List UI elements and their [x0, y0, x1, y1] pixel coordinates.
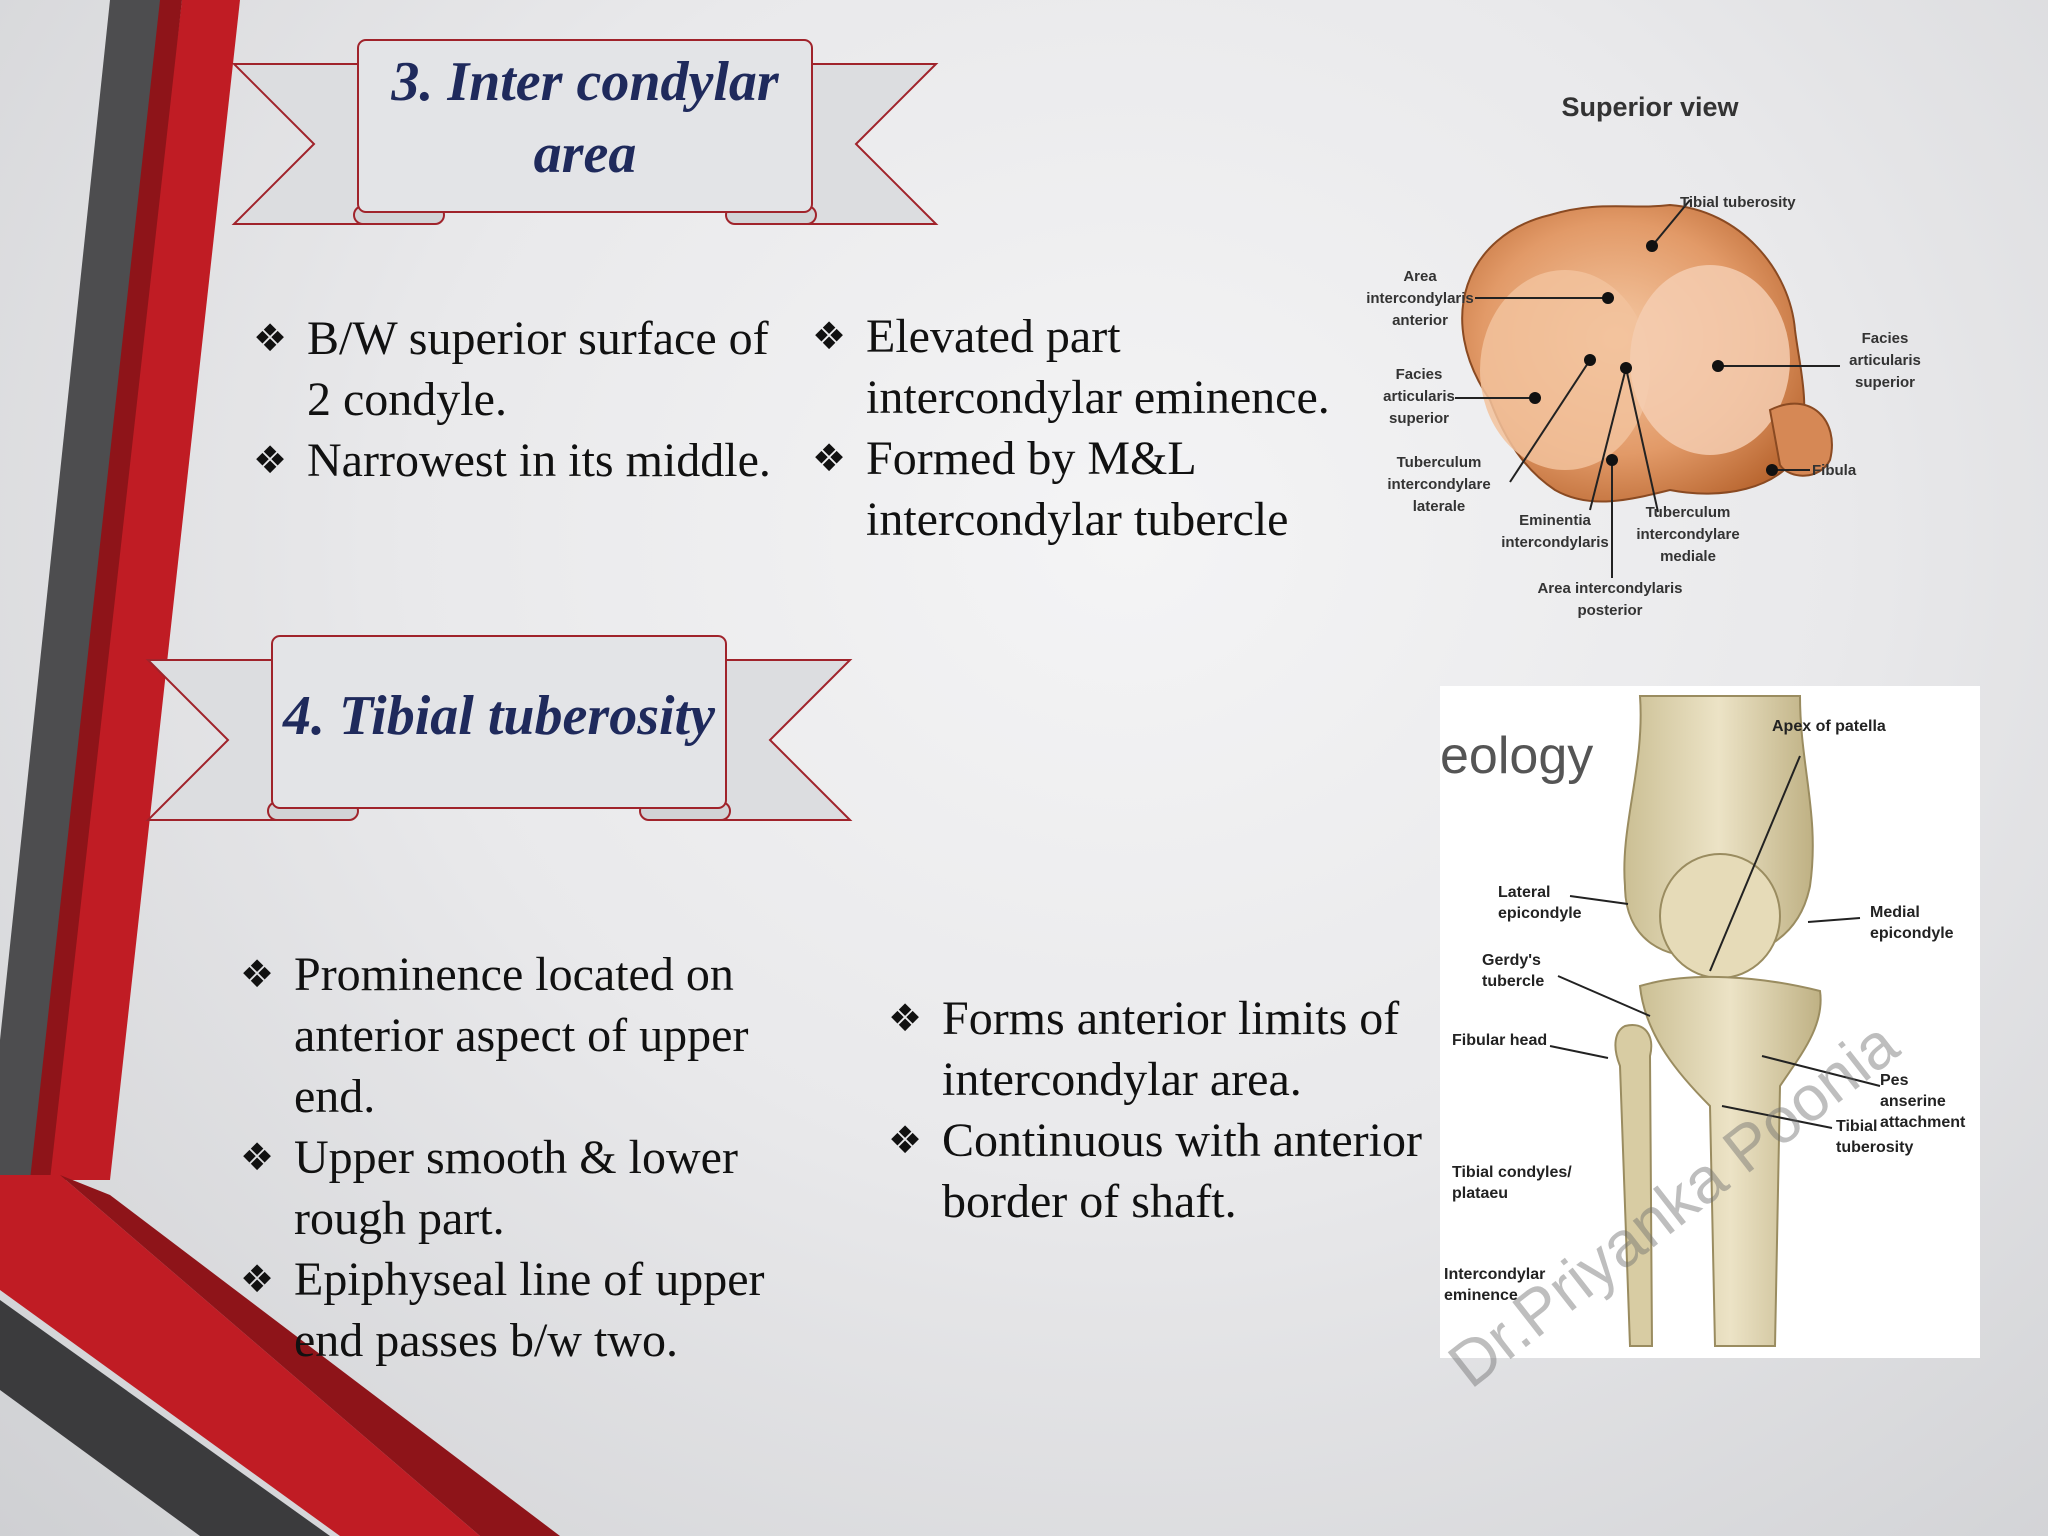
section4-right-bullets: ❖ Forms anterior limits of intercondylar …: [888, 988, 1448, 1232]
banner-4: [145, 635, 853, 821]
bullet-diamond-icon: ❖: [888, 1118, 923, 1162]
label-tuberculum-mediale: Tuberculum intercondylare mediale: [1636, 504, 1740, 565]
label-tibial-tuberosity: Tibial tuberosity: [1680, 194, 1796, 211]
bullet-text: Continuous with anterior border of shaft…: [942, 1114, 1422, 1228]
list-item: ❖ Elevated part intercondylar eminence.: [812, 306, 1372, 428]
section3-left-bullets: ❖ B/W superior surface of 2 condyle. ❖ Nar…: [253, 308, 773, 491]
figure-knee-anterior: eology Apex of patella Lateral epicondyl: [1440, 686, 1980, 1358]
list-item: ❖ Epiphyseal line of upper end passes b/w…: [240, 1249, 820, 1371]
label-apex-patella: Apex of patella: [1772, 718, 1886, 735]
label-gerdys-tubercle: Gerdy's tubercle: [1482, 952, 1545, 990]
label-lateral-epicondyle: Lateral epicondyle: [1498, 884, 1582, 922]
bullet-text: Narrowest in its middle.: [307, 434, 771, 487]
label-tibial-condyles: Tibial condyles/ plataeu: [1452, 1164, 1572, 1202]
list-item: ❖ Prominence located on anterior aspect o…: [240, 944, 820, 1127]
bullet-diamond-icon: ❖: [812, 314, 847, 358]
red-stripe-bottom: [0, 1175, 480, 1536]
label-intercondylar-eminence: Intercondylar eminence: [1444, 1266, 1546, 1304]
bullet-text: Forms anterior limits of intercondylar a…: [942, 992, 1400, 1106]
list-item: ❖ Formed by M&L intercondylar tubercle: [812, 428, 1372, 550]
bullet-diamond-icon: ❖: [240, 1135, 275, 1179]
red-stripe-top: [40, 0, 240, 1180]
bullet-text: Prominence located on anterior aspect of…: [294, 948, 749, 1123]
section4-title: 4. Tibial tuberosity: [283, 685, 715, 747]
label-area-anterior: Area intercondylaris anterior: [1366, 268, 1474, 329]
bullet-diamond-icon: ❖: [240, 1257, 275, 1301]
figure-superior-view: Superior view: [1340, 70, 1940, 630]
label-area-posterior: Area intercondylaris posterior: [1537, 580, 1683, 619]
list-item: ❖ Upper smooth & lower rough part.: [240, 1127, 820, 1249]
label-eminentia: Eminentia intercondylaris: [1501, 512, 1609, 551]
section3-title: 3. Inter condylar area: [360, 46, 810, 190]
figure-heading: Superior view: [1561, 92, 1739, 122]
section3-title-line1: 3. Inter condylar: [391, 51, 779, 113]
bullet-text: B/W superior surface of 2 condyle.: [307, 312, 769, 426]
label-facies-lateral: Facies articularis superior: [1383, 366, 1455, 427]
list-item: ❖ B/W superior surface of 2 condyle.: [253, 308, 773, 430]
section4-left-bullets: ❖ Prominence located on anterior aspect o…: [240, 944, 820, 1371]
section3-title-line2: area: [533, 123, 637, 185]
label-tibial-tuberosity-knee: Tibial tuberosity: [1836, 1118, 1914, 1156]
gray-stripe-bottom: [0, 1300, 330, 1536]
figure-fragment-text: eology: [1440, 727, 1594, 785]
tibial-plateau-illustration: [1455, 199, 1840, 578]
bullet-diamond-icon: ❖: [253, 316, 288, 360]
section3-right-bullets: ❖ Elevated part intercondylar eminence. ❖…: [812, 306, 1372, 550]
bullet-text: Formed by M&L intercondylar tubercle: [866, 432, 1289, 546]
label-facies-medial: Facies articularis superior: [1849, 330, 1921, 391]
bullet-text: Elevated part intercondylar eminence.: [866, 310, 1330, 424]
label-tuberculum-laterale: Tuberculum intercondylare laterale: [1387, 454, 1491, 515]
bullet-diamond-icon: ❖: [253, 438, 288, 482]
label-fibula: Fibula: [1812, 462, 1857, 479]
bullet-diamond-icon: ❖: [888, 996, 923, 1040]
label-fibular-head: Fibular head: [1452, 1032, 1548, 1049]
label-medial-epicondyle: Medial epicondyle: [1870, 904, 1954, 942]
list-item: ❖ Forms anterior limits of intercondylar …: [888, 988, 1448, 1110]
banner-3: [231, 39, 939, 225]
bullet-text: Upper smooth & lower rough part.: [294, 1131, 738, 1245]
list-item: ❖ Continuous with anterior border of shaf…: [888, 1110, 1448, 1232]
bullet-text: Epiphyseal line of upper end passes b/w …: [294, 1253, 765, 1367]
knee-bones-illustration: [1549, 695, 1881, 1347]
bullet-diamond-icon: ❖: [240, 952, 275, 996]
bullet-diamond-icon: ❖: [812, 436, 847, 480]
dark-red-stripe-bottom: [60, 1175, 560, 1536]
label-pes-anserine: Pes anserine attachment: [1880, 1072, 1966, 1131]
list-item: ❖ Narrowest in its middle.: [253, 430, 773, 491]
dark-red-stripe-top: [30, 0, 182, 1180]
